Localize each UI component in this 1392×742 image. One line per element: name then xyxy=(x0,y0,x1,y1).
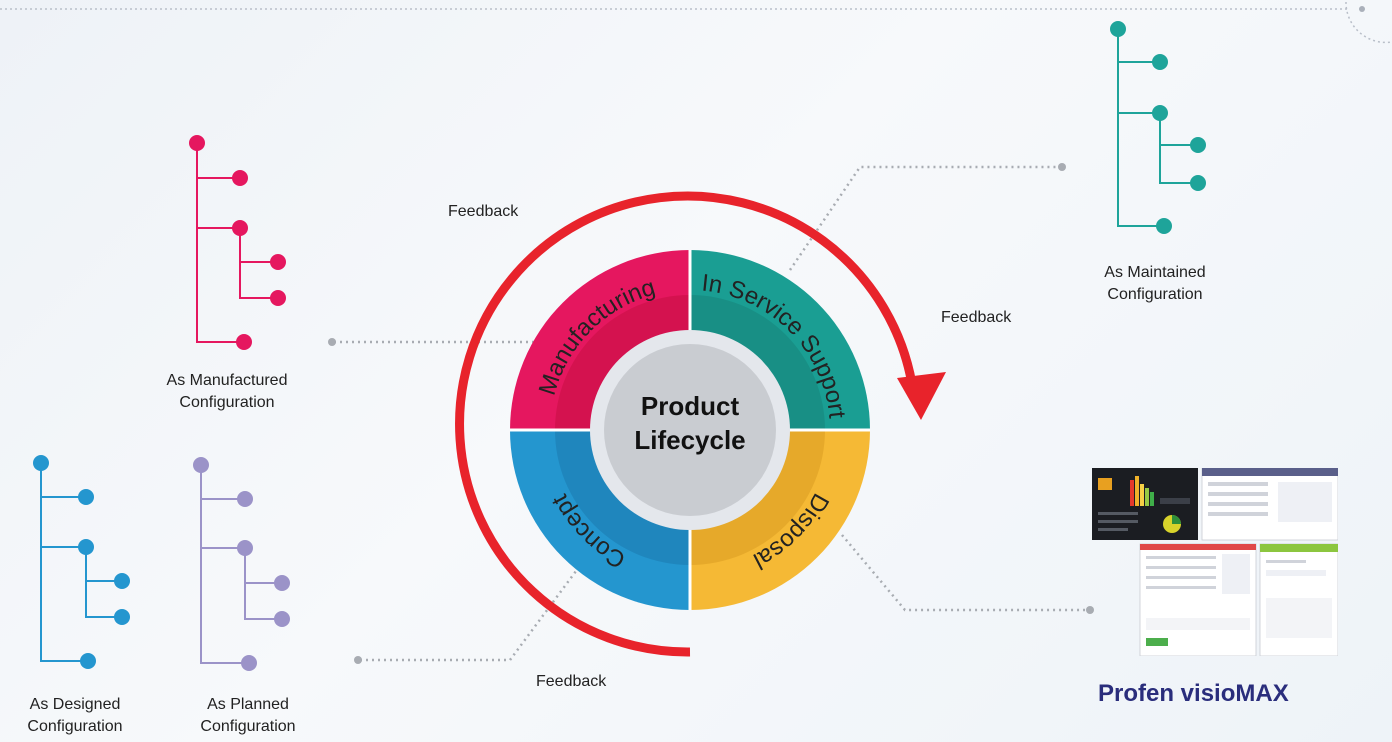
as-planned-title: As Planned xyxy=(207,696,289,713)
feedback-label-top: Feedback xyxy=(448,203,519,220)
feedback-label-bottom: Feedback xyxy=(536,673,607,690)
connector-maintained xyxy=(788,165,1060,271)
as-planned-subtitle: Configuration xyxy=(200,718,296,735)
brand-title: Profen visioMAX xyxy=(1098,680,1289,707)
feedback-arrowhead xyxy=(897,372,946,420)
as-maintained-label: As Maintained Configuration xyxy=(1075,262,1235,306)
as-maintained-title: As Maintained xyxy=(1104,264,1206,281)
as-manufactured-title: As Manufactured xyxy=(166,372,288,389)
as-designed-label: As Designed Configuration xyxy=(0,694,150,738)
center-title-line2: Lifecycle xyxy=(634,425,745,455)
lifecycle-ring xyxy=(510,250,870,610)
connector-dot xyxy=(1058,163,1066,171)
connector-planned xyxy=(360,562,584,662)
connector-dot xyxy=(354,656,362,664)
feedback-label-right: Feedback xyxy=(941,309,1012,326)
visiomax-screenshots-image xyxy=(1092,468,1338,656)
feedback-arrow xyxy=(455,191,917,657)
corner-dot xyxy=(1359,6,1365,12)
as-manufactured-label: As Manufactured Configuration xyxy=(137,370,317,414)
as-planned-label: As Planned Configuration xyxy=(173,694,323,738)
connector-dot xyxy=(1086,606,1094,614)
tree-as-manufactured xyxy=(189,135,286,350)
tree-as-maintained xyxy=(1110,21,1206,234)
connectors xyxy=(334,165,1088,662)
as-maintained-subtitle: Configuration xyxy=(1107,286,1203,303)
connector-dot xyxy=(328,338,336,346)
connector-visiomax xyxy=(841,534,1088,612)
tree-as-planned xyxy=(193,457,290,671)
tree-as-designed xyxy=(33,455,130,669)
corner-dotted-arc xyxy=(1345,1,1392,44)
as-designed-subtitle: Configuration xyxy=(27,718,123,735)
as-designed-title: As Designed xyxy=(29,696,121,713)
center-disc xyxy=(604,344,776,516)
as-manufactured-subtitle: Configuration xyxy=(179,394,275,411)
center-title-line1: Product xyxy=(641,391,740,421)
